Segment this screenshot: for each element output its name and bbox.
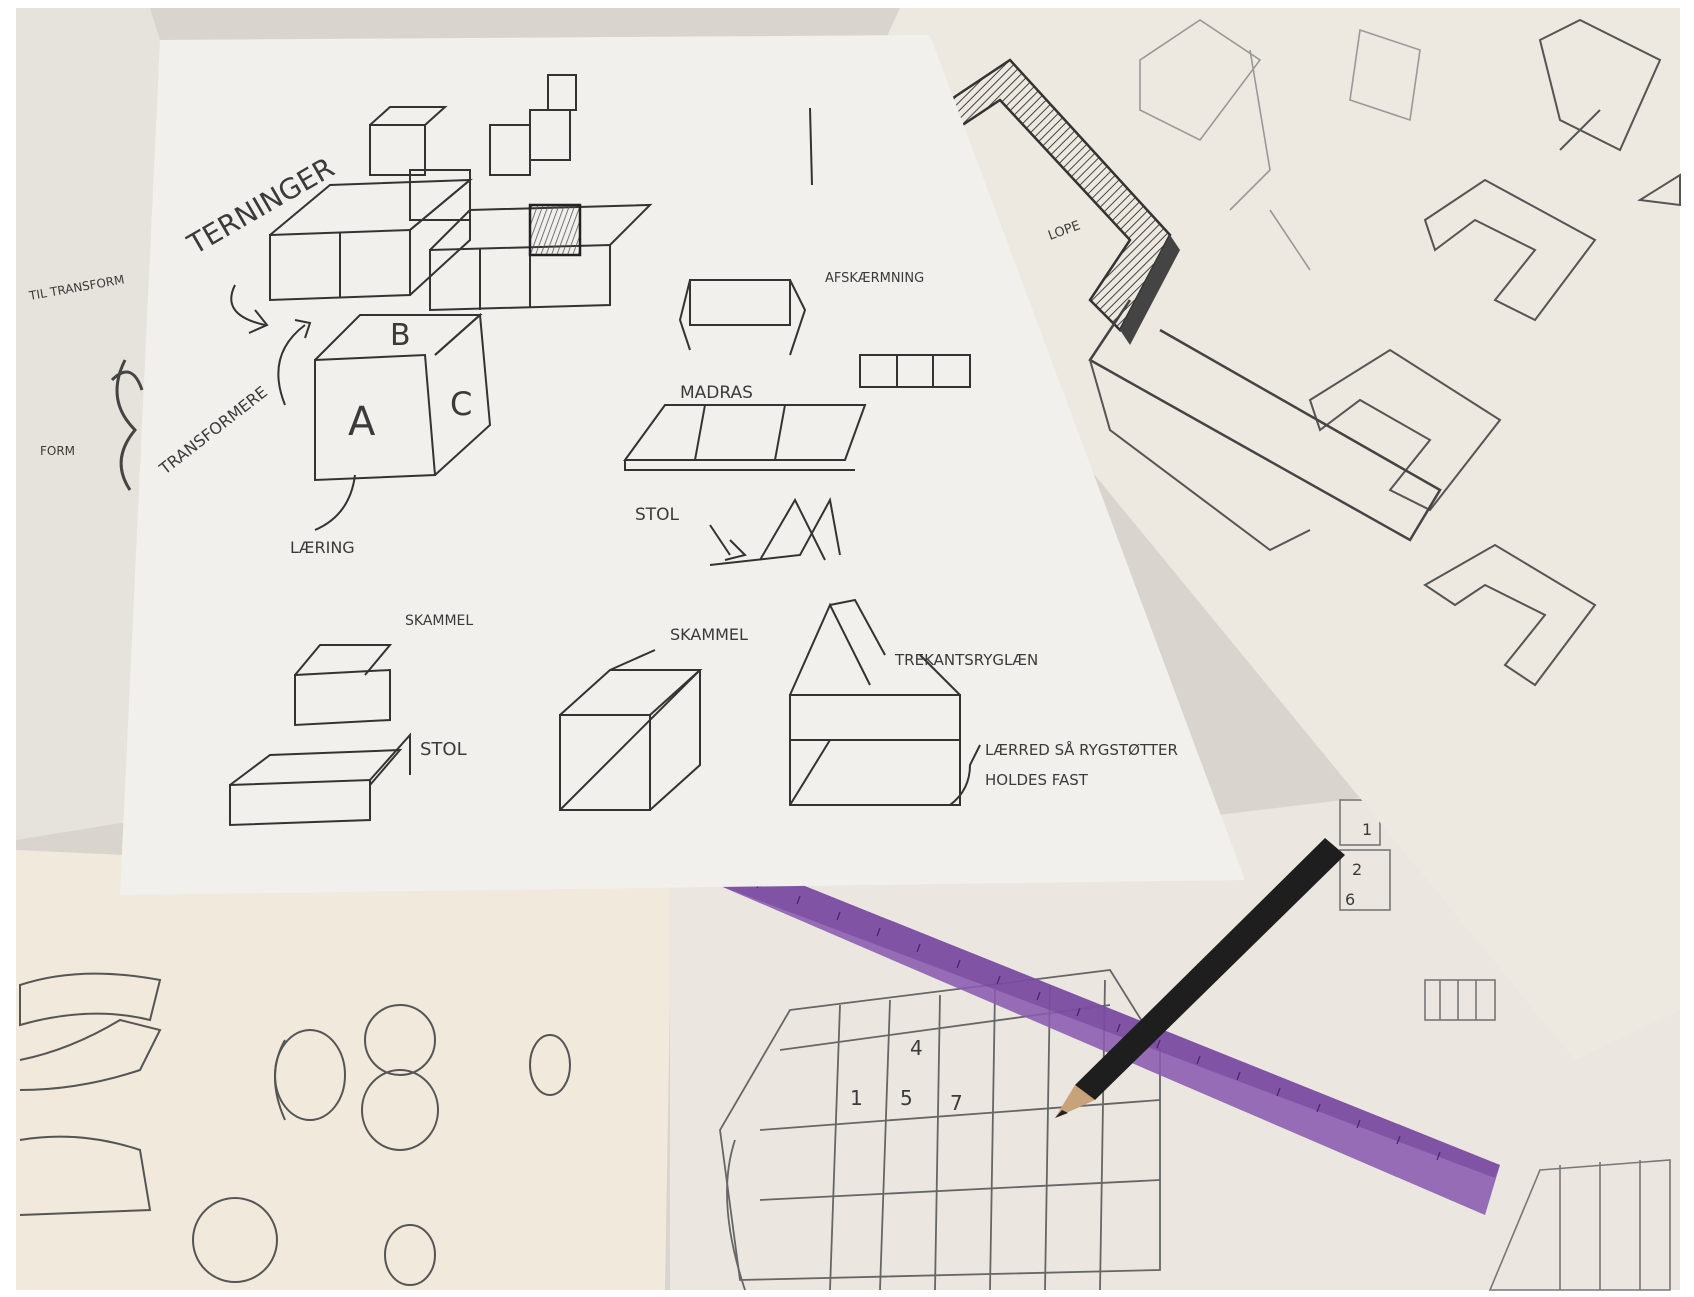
sofa-number-1: 1 <box>850 1086 863 1110</box>
stack-number-1: 1 <box>1362 820 1372 839</box>
label-stol-bottom: STOL <box>420 739 467 760</box>
label-skammel-left: SKAMMEL <box>405 613 473 629</box>
hatched-cube <box>530 205 580 255</box>
label-trekantsryglaen: TREKANTSRYGLÆN <box>894 651 1038 669</box>
stack-number-6: 6 <box>1345 890 1355 909</box>
label-laerred-line1: LÆRRED SÅ RYGSTØTTER <box>985 740 1178 759</box>
cube-face-b: B <box>390 318 411 353</box>
label-afskaermning: AFSKÆRMNING <box>825 271 924 286</box>
label-madras: MADRAS <box>680 383 753 403</box>
sofa-number-5: 5 <box>900 1086 913 1110</box>
cube-face-c: C <box>450 385 472 423</box>
left-scrap-text-2: FORM <box>40 444 75 458</box>
label-stol-top: STOL <box>635 505 680 525</box>
label-laerred-line2: HOLDES FAST <box>985 771 1089 789</box>
cube-face-a: A <box>348 399 376 445</box>
sofa-number-7: 7 <box>950 1091 963 1115</box>
sofa-number-4: 4 <box>910 1036 923 1060</box>
label-skammel-center: SKAMMEL <box>670 625 748 644</box>
stack-number-2: 2 <box>1352 860 1362 879</box>
label-laering: LÆRING <box>290 538 355 557</box>
